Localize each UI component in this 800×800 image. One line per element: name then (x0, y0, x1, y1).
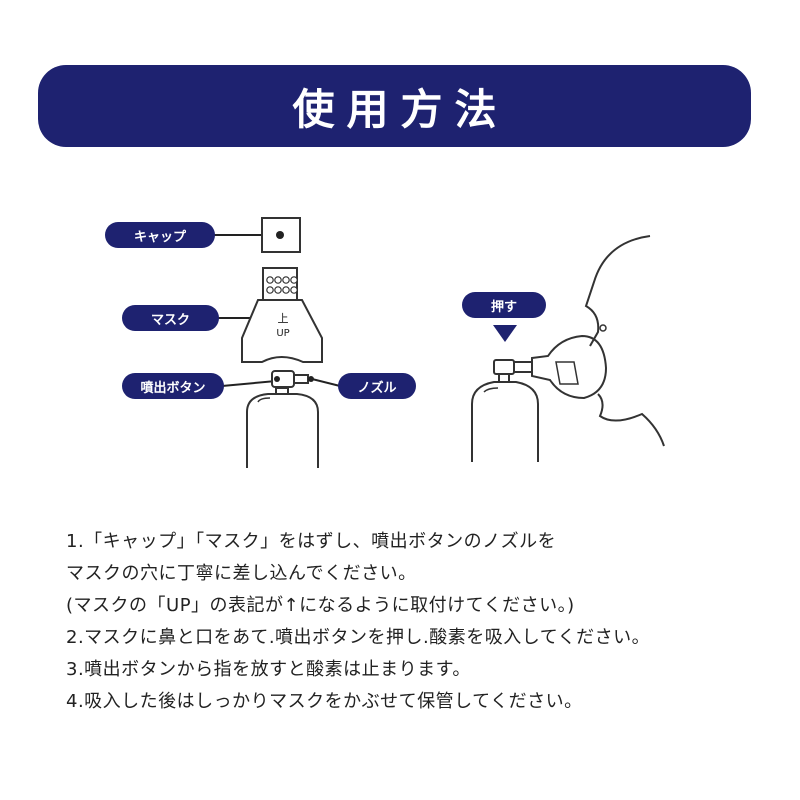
nozzle-leader-line (311, 378, 341, 387)
instruction-line: 1.「キャップ」「マスク」をはずし、噴出ボタンのノズルを (66, 531, 557, 552)
push-arrow-icon (493, 325, 517, 342)
mask-on-face (531, 334, 608, 400)
oxygen-can-left (246, 387, 319, 468)
instructions-list: 1.「キャップ」「マスク」をはずし、噴出ボタンのノズルを マスクの穴に丁寧に差し… (66, 526, 786, 718)
nozzle-label: ノズル (338, 373, 416, 399)
title-banner: 使用方法 (38, 65, 751, 147)
cap-label: キャップ (105, 222, 215, 248)
mask-illustration (241, 267, 323, 363)
instruction-line: 4.吸入した後はしっかりマスクをかぶせて保管してください。 (66, 691, 583, 712)
mask-up-kanji: 上 (278, 312, 289, 325)
push-label: 押す (462, 292, 546, 318)
face-outline (584, 235, 665, 447)
cap-illustration (261, 217, 301, 253)
mask-label: マスク (122, 305, 219, 331)
spray-button-illustration (271, 370, 314, 388)
usage-diagram: 上 UP (210, 217, 665, 468)
oxygen-can-right (471, 359, 539, 462)
page-title: 使用方法 (292, 84, 509, 134)
instruction-line: 2.マスクに鼻と口をあて.噴出ボタンを押し.酸素を吸入してください。 (66, 627, 651, 648)
mask-up-text: UP (276, 328, 289, 339)
instruction-line: 3.噴出ボタンから指を放すと酸素は止まります。 (66, 659, 471, 680)
instruction-line: (マスクの「UP」の表記が↑になるように取付けてください。) (66, 595, 575, 616)
spray-button-leader-line (221, 380, 277, 387)
instruction-line: マスクの穴に丁寧に差し込んでください。 (66, 563, 417, 584)
spray-button-label: 噴出ボタン (122, 373, 224, 399)
